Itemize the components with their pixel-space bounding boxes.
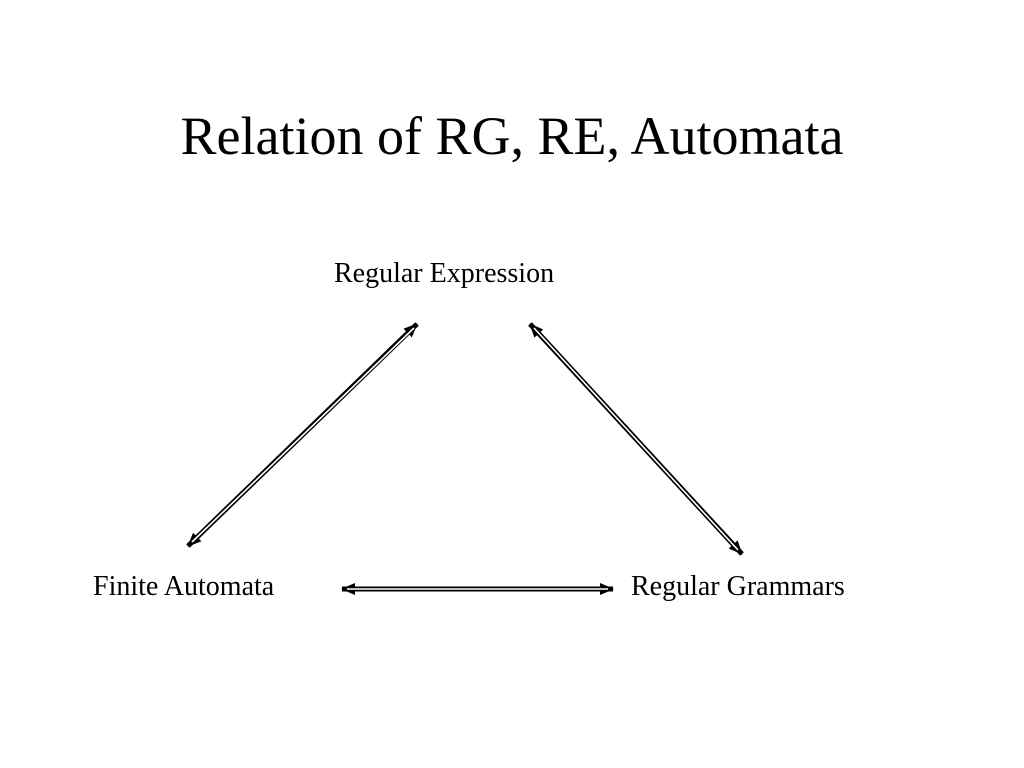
arrow-re-fa	[186, 322, 419, 548]
node-regular-expression: Regular Expression	[334, 258, 555, 289]
node-regular-grammars: Regular Grammars	[631, 571, 845, 602]
node-finite-automata: Finite Automata	[93, 571, 275, 602]
slide-title: Relation of RG, RE, Automata	[180, 106, 844, 166]
arrow-re-rg	[528, 322, 744, 556]
